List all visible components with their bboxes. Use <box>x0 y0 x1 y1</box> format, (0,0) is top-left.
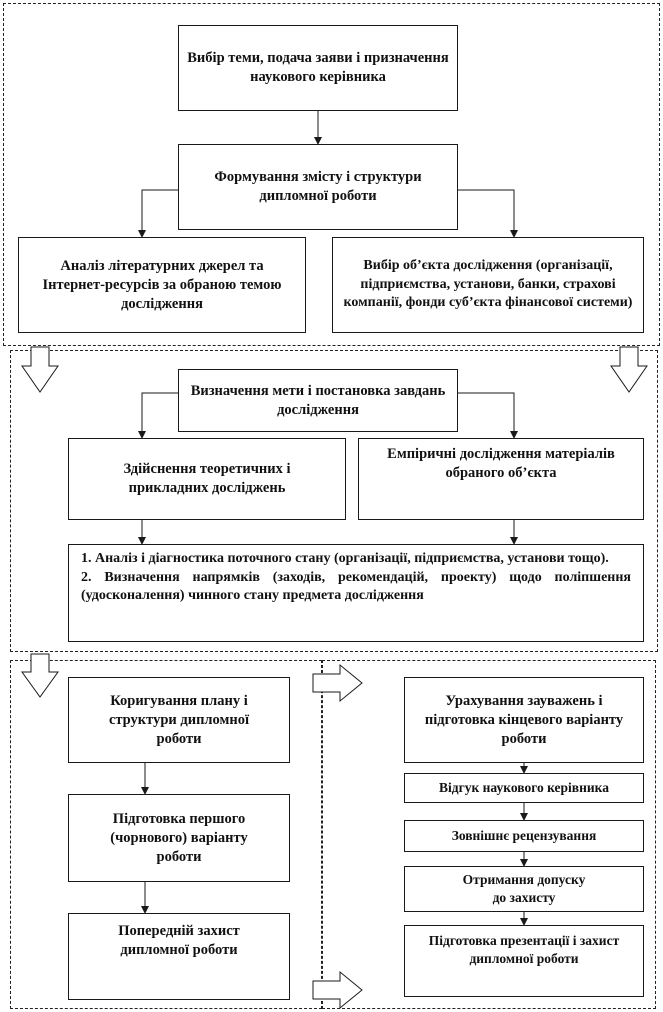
node-supervisor-review: Відгук наукового керівника <box>404 773 644 803</box>
block-arrow-down-right-1 <box>610 346 648 393</box>
node-select-topic: Вибір теми, подача заяви і призначення н… <box>178 25 458 111</box>
node-object: Вибір об’єкта дослідження (організації, … <box>332 237 644 333</box>
node-theoretical: Здійснення теоретичних і прикладних досл… <box>68 438 346 520</box>
node-goal: Визначення мети і постановка завдань дос… <box>178 369 458 432</box>
node-pre-defense: Попередній захист дипломної роботи <box>68 913 290 1000</box>
node-plan-correction: Коригування плану і структури дипломної … <box>68 677 290 763</box>
arrow-structure-to-object <box>458 189 518 238</box>
node-admission: Отримання допуску до захисту <box>404 866 644 912</box>
block-arrow-down-left-2 <box>21 653 59 698</box>
arrow-goal-to-empirical <box>458 392 518 439</box>
node-empirical: Емпіричні дослідження матеріалів обраног… <box>358 438 644 520</box>
stage-3-right-frame <box>322 660 656 1009</box>
stage-2-frame <box>10 350 658 652</box>
arrow-goal-to-theoretical <box>138 392 178 439</box>
stage-1-frame <box>3 3 660 346</box>
node-presentation: Підготовка презентації і захист дипломно… <box>404 925 644 997</box>
node-external-review: Зовнішнє рецензування <box>404 820 644 852</box>
node-remarks: Урахування зауважень і підготовка кінцев… <box>404 677 644 763</box>
block-arrow-right-1 <box>312 663 363 703</box>
node-first-draft: Підготовка першого (чорнового) варіанту … <box>68 794 290 882</box>
block-arrow-down-left-1 <box>21 346 59 393</box>
node-analysis: 1. Аналіз і діагностика поточного стану … <box>68 544 644 642</box>
node-content-structure: Формування змісту і структури дипломної … <box>178 144 458 230</box>
stage-3-left-frame <box>10 660 322 1009</box>
block-arrow-right-2 <box>312 970 363 1010</box>
arrow-structure-to-literature <box>138 189 178 238</box>
node-literature: Аналіз літературних джерел та Інтернет-р… <box>18 237 306 333</box>
